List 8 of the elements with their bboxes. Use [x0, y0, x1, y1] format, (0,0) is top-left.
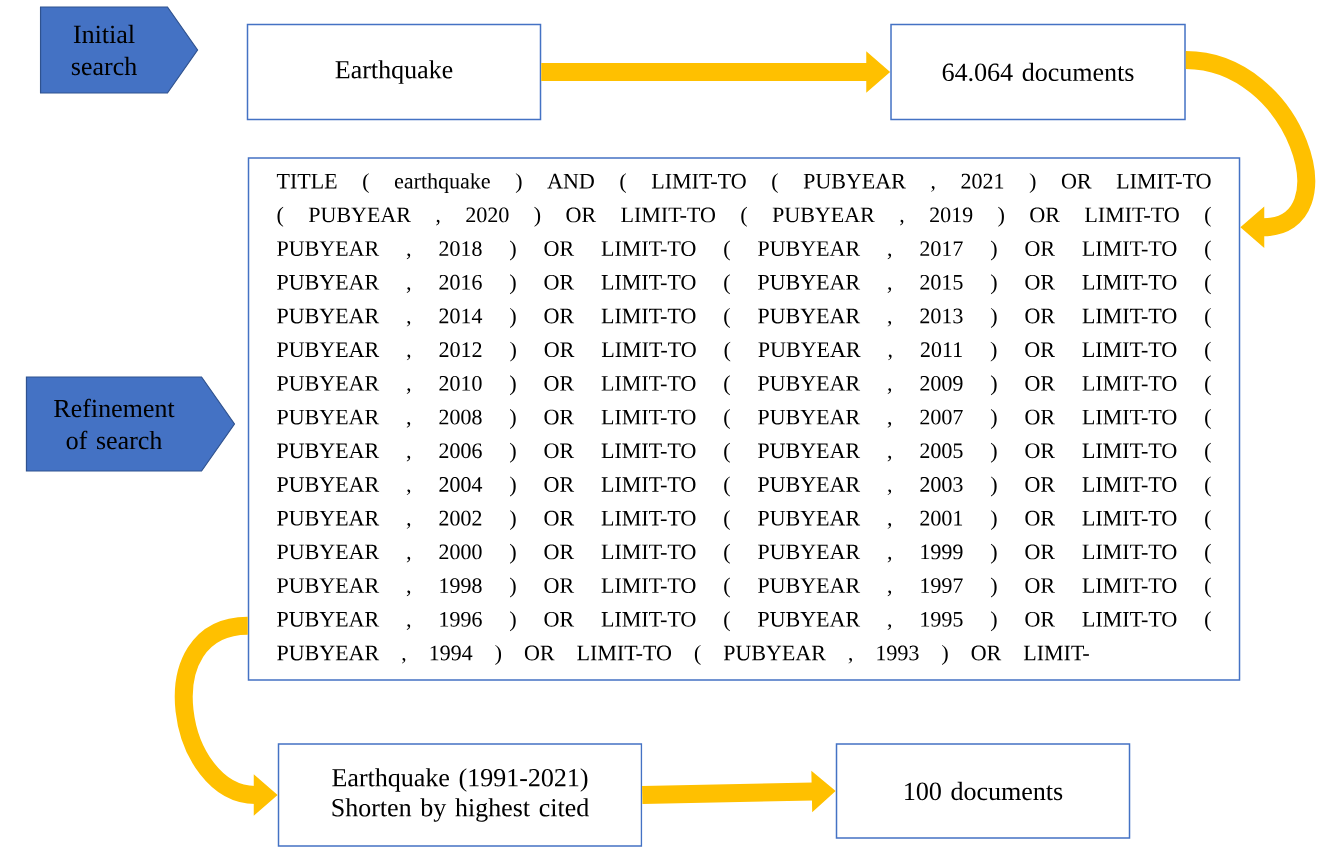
process-box: Earthquake (1991-2021) Shorten by highest cited	[277, 743, 643, 847]
process-box: 64.064 documents	[890, 23, 1186, 121]
process-box: 100 documents	[835, 743, 1131, 839]
process-box: Earthquake	[246, 23, 542, 121]
query-box: TITLE ( earthquake ) AND ( LIMIT-TO ( PUBYEAR , 2021 ) OR LIMIT-TO ( PUBYEAR , 2020 ) OR LIMIT-TO ( PUBYEAR , 2019 ) OR LIMIT-TO ( PUBYEAR , 2018 ) OR LIMIT-TO ( PUBYEAR , 2017 ) OR LIMIT-TO ( PUBYEAR , 2016 ) OR LIMIT-TO ( PUBYEAR , 2015 ) OR LIMIT-TO ( PUBYEAR , 2014 ) OR LIMIT-TO ( PUBYEAR , 2013 ) OR LIMIT-TO ( PUBYEAR , 2012 ) OR LIMIT-TO ( PUBYEAR , 2011 ) OR LIMIT-TO ( PUBYEAR , 2010 ) OR LIMIT-TO ( PUBYEAR , 2009 ) OR LIMIT-TO ( PUBYEAR , 2008 ) OR LIMIT-TO ( PUBYEAR , 2007 ) OR LIMIT-TO ( PUBYEAR , 2006 ) OR LIMIT-TO ( PUBYEAR , 2005 ) OR LIMIT-TO ( PUBYEAR , 2004 ) OR LIMIT-TO ( PUBYEAR , 2003 ) OR LIMIT-TO ( PUBYEAR , 2002 ) OR LIMIT-TO ( PUBYEAR , 2001 ) OR LIMIT-TO ( PUBYEAR , 2000 ) OR LIMIT-TO ( PUBYEAR , 1999 ) OR LIMIT-TO ( PUBYEAR , 1998 ) OR LIMIT-TO ( PUBYEAR , 1997 ) OR LIMIT-TO ( PUBYEAR , 1996 ) OR LIMIT-TO ( PUBYEAR , 1995 ) OR LIMIT-TO ( PUBYEAR , 1994 ) OR LIMIT-TO ( PUBYEAR , 1993 ) OR LIMIT-	[247, 157, 1241, 681]
step-tag: Refinement of search	[25, 376, 236, 472]
block-arrow	[1184, 51, 1315, 249]
step-tag: Initial search	[39, 6, 199, 94]
